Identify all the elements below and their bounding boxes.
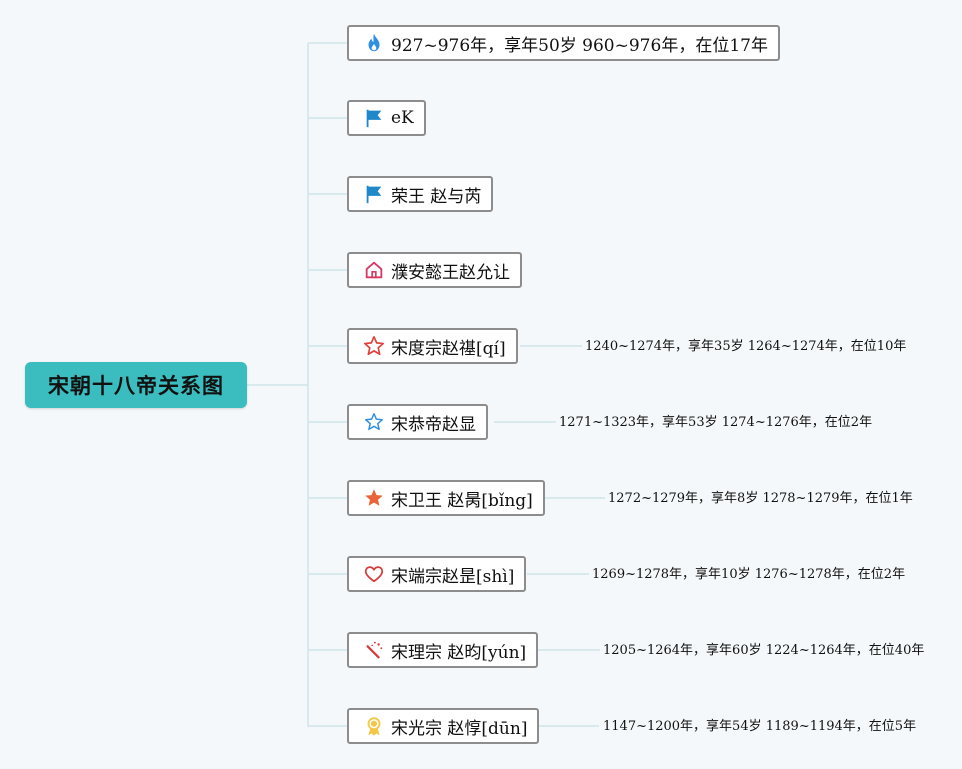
topic-node[interactable]: 927~976年，享年50岁 960~976年，在位17年 — [347, 25, 780, 61]
topic-label: eK — [391, 108, 414, 128]
topic-node[interactable]: eK — [347, 100, 426, 136]
topic-node[interactable]: 宋端宗赵昰[shì] — [347, 556, 527, 592]
topic-node[interactable]: 宋光宗 赵惇[dūn] — [347, 708, 540, 744]
heart-icon — [363, 563, 385, 585]
topic-note: 1272~1279年，享年8岁 1278~1279年，在位1年 — [608, 491, 913, 506]
topic-node[interactable]: 宋度宗赵禥[qí] — [347, 328, 518, 364]
topic-label: 宋度宗赵禥[qí] — [391, 338, 506, 359]
topic-node[interactable]: 宋卫王 赵昺[bǐng] — [347, 480, 545, 516]
flag-icon — [363, 107, 385, 129]
topic-note: 1271~1323年，享年53岁 1274~1276年，在位2年 — [559, 415, 873, 430]
topic-note: 1205~1264年，享年60岁 1224~1264年，在位40年 — [603, 643, 925, 658]
root-topic[interactable]: 宋朝十八帝关系图 — [25, 362, 247, 408]
magic-wand-icon — [363, 639, 385, 661]
topic-label: 927~976年，享年50岁 960~976年，在位17年 — [391, 35, 768, 56]
topic-note: 1147~1200年，享年54岁 1189~1194年，在位5年 — [603, 719, 917, 734]
topic-note: 1240~1274年，享年35岁 1264~1274年，在位10年 — [585, 339, 907, 354]
topic-label: 荣王 赵与芮 — [391, 186, 482, 207]
topic-label: 濮安懿王赵允让 — [391, 262, 510, 283]
topic-node[interactable]: 濮安懿王赵允让 — [347, 252, 522, 288]
topic-label: 宋恭帝赵显 — [391, 414, 476, 435]
star-filled-orange-icon — [363, 487, 385, 509]
medal-icon — [363, 715, 385, 737]
topic-node[interactable]: 宋理宗 赵昀[yún] — [347, 632, 539, 668]
flag-icon — [363, 183, 385, 205]
topic-node[interactable]: 宋恭帝赵显 — [347, 404, 488, 440]
topic-label: 宋理宗 赵昀[yún] — [391, 642, 527, 663]
root-topic-label: 宋朝十八帝关系图 — [48, 374, 224, 398]
flame-icon — [363, 32, 385, 54]
topic-label: 宋端宗赵昰[shì] — [391, 566, 515, 587]
star-outline-blue-icon — [363, 411, 385, 433]
house-icon — [363, 259, 385, 281]
star-outline-red-icon — [363, 335, 385, 357]
topic-label: 宋光宗 赵惇[dūn] — [391, 718, 528, 739]
topic-node[interactable]: 荣王 赵与芮 — [347, 176, 494, 212]
topic-note: 1269~1278年，享年10岁 1276~1278年，在位2年 — [592, 567, 906, 582]
topic-label: 宋卫王 赵昺[bǐng] — [391, 490, 533, 511]
